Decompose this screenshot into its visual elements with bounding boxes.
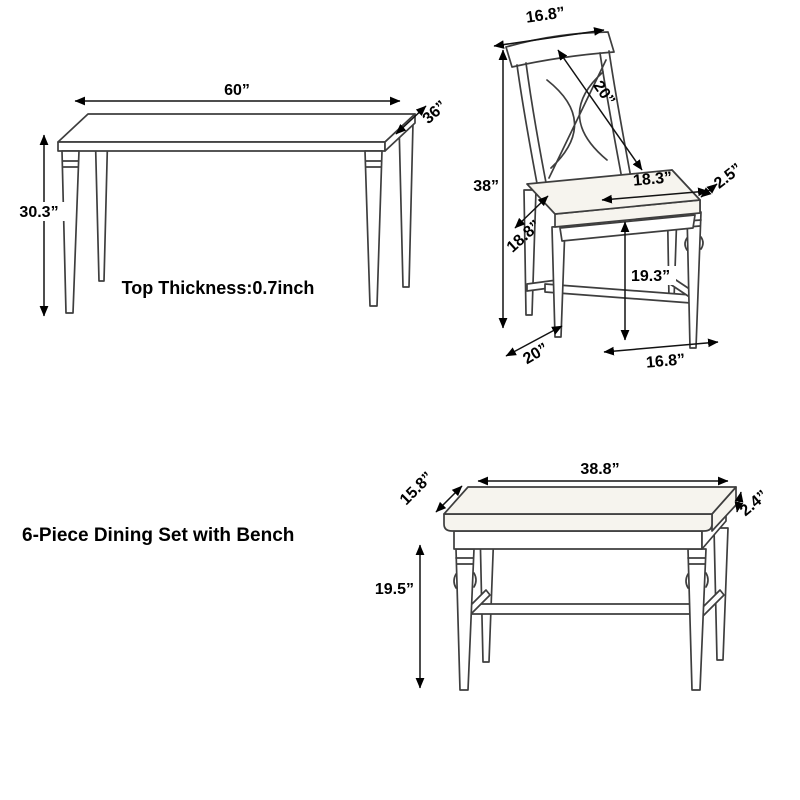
chair-back-diagonal-arrow xyxy=(557,49,643,171)
bench-cushion-top xyxy=(443,486,737,515)
chair-front-left-leg xyxy=(551,225,566,338)
chair-back-left-post xyxy=(516,62,549,195)
table-top-front-edge xyxy=(57,141,386,152)
table-top-thickness-label: Top Thickness:0.7inch xyxy=(122,278,315,298)
chair-seat-depth-arrow xyxy=(514,195,549,229)
chair-base-width-label: 16.8” xyxy=(645,351,685,371)
chair-seat-width-arrow xyxy=(601,187,709,204)
chair-seat-width-label: 18.3” xyxy=(632,169,672,189)
chair-base-depth-label: 20” xyxy=(520,340,551,368)
bench-leg-turning-detail xyxy=(453,557,477,589)
table-top xyxy=(57,113,416,143)
table-front-left-leg xyxy=(61,150,80,314)
chair-back-width-label: 16.8” xyxy=(525,4,566,26)
bench-height-label: 19.5” xyxy=(375,581,414,598)
bench-front-right-leg xyxy=(687,548,707,691)
bench-leg-turning-detail xyxy=(685,557,709,589)
table-leg-turning-detail xyxy=(365,160,382,168)
table-back-right-leg xyxy=(398,122,414,288)
chair-seat-height-label: 19.3” xyxy=(631,268,670,285)
chair-back-width-arrow xyxy=(493,27,605,49)
chair-base-width-arrow xyxy=(603,338,719,356)
table-front-right-leg xyxy=(364,150,383,307)
table-height-label: 30.3” xyxy=(19,204,58,221)
table-drawing: 60” 36” 30.3” Top Thickness:0.7inch xyxy=(10,82,451,317)
bench-drawing: 38.8” 15.8” 2.4” 19.5” xyxy=(375,461,771,691)
table-depth-arrow xyxy=(395,105,427,135)
label-backing xyxy=(10,202,68,221)
bench-width-label: 38.8” xyxy=(580,461,619,478)
chair-seat-thickness-label: 2.5” xyxy=(711,160,745,192)
chair-back-right-post xyxy=(599,50,632,180)
bench-cushion-front xyxy=(443,513,713,532)
chair-top-rail xyxy=(505,31,615,68)
bench-cushion-thickness-label: 2.4” xyxy=(737,487,771,519)
bench-cushion-thickness-arrow xyxy=(734,491,744,513)
chair-front-right-leg xyxy=(686,211,702,349)
chair-seat-thickness-arrow xyxy=(700,183,718,198)
chair-drawing: 16.8” 20” 38” 18.3” 2.5” 18.8” 19.3” 20”… xyxy=(473,4,745,371)
label-backing xyxy=(628,266,676,285)
bench-depth-arrow xyxy=(435,485,463,513)
table-depth-label: 36” xyxy=(420,98,451,128)
chair-base-depth-arrow xyxy=(505,325,563,357)
bench-front-left-leg xyxy=(455,548,475,691)
chair-height-label: 38” xyxy=(473,178,499,195)
table-length-label: 60” xyxy=(224,82,250,99)
bench-depth-label: 15.8” xyxy=(397,469,437,509)
bench-center-stretcher xyxy=(469,603,697,615)
bench-apron-front xyxy=(453,530,703,550)
product-title: 6-Piece Dining Set with Bench xyxy=(22,525,294,546)
table-leg-turning-detail xyxy=(62,160,79,168)
